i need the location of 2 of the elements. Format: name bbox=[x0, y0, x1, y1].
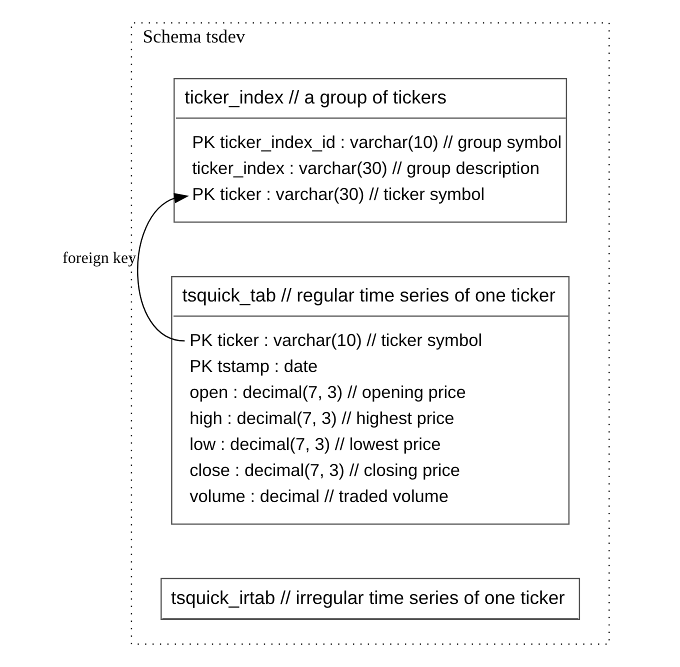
edge-label: foreign key bbox=[62, 250, 136, 267]
arrow bbox=[137, 193, 189, 342]
